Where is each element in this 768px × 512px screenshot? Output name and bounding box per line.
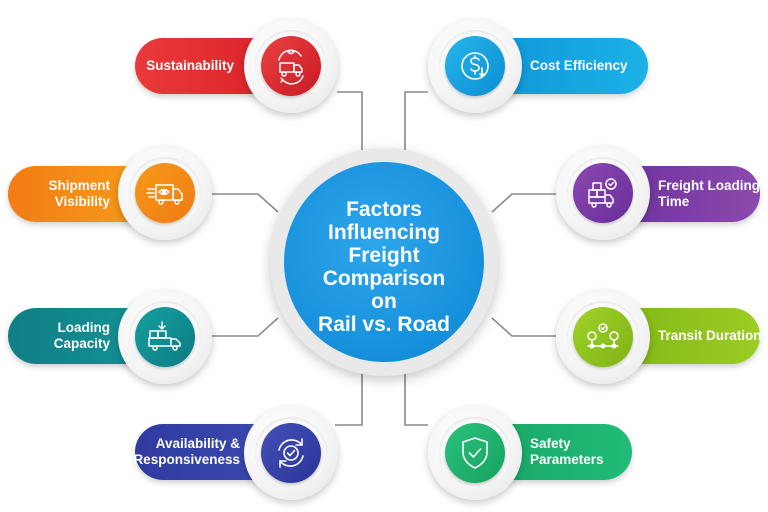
center-hub: Factors Influencing Freight Comparison o…: [270, 148, 498, 376]
connector-freight-loading-time: [491, 193, 568, 213]
loading-boxes-icon: [588, 178, 617, 208]
label-availability: Availability &Responsiveness: [133, 436, 240, 467]
badge-shipment-visibility: [118, 146, 212, 240]
connector-loading-capacity: [206, 317, 279, 337]
center-title: Factors Influencing Freight Comparison o…: [318, 198, 450, 336]
connector-transit-duration: [491, 317, 568, 337]
dollar-coin-icon: [461, 52, 489, 80]
badge-freight-loading-time: [556, 146, 650, 240]
eco-truck-icon: [278, 49, 304, 85]
badge-availability: [244, 406, 338, 500]
label-transit-duration: Transit Duration: [658, 328, 762, 343]
connector-shipment-visibility: [205, 193, 279, 213]
refresh-check-icon: [278, 438, 304, 468]
center-circle: Factors Influencing Freight Comparison o…: [284, 162, 484, 362]
connector-availability: [335, 372, 363, 426]
badge-loading-capacity: [118, 290, 212, 384]
badge-sustainability: [244, 19, 338, 113]
label-cost-efficiency: Cost Efficiency: [530, 58, 628, 73]
badge-transit-duration: [556, 290, 650, 384]
connector-cost-efficiency: [404, 91, 428, 150]
badge-cost-efficiency: [428, 19, 522, 113]
truck-eye-icon: [146, 184, 183, 205]
route-timeline-icon: [587, 323, 619, 349]
shield-check-icon: [462, 437, 488, 469]
connector-sustainability: [337, 91, 363, 150]
badge-safety: [428, 406, 522, 500]
label-sustainability: Sustainability: [146, 58, 234, 73]
connector-safety: [404, 372, 428, 426]
truck-capacity-icon: [148, 321, 181, 351]
